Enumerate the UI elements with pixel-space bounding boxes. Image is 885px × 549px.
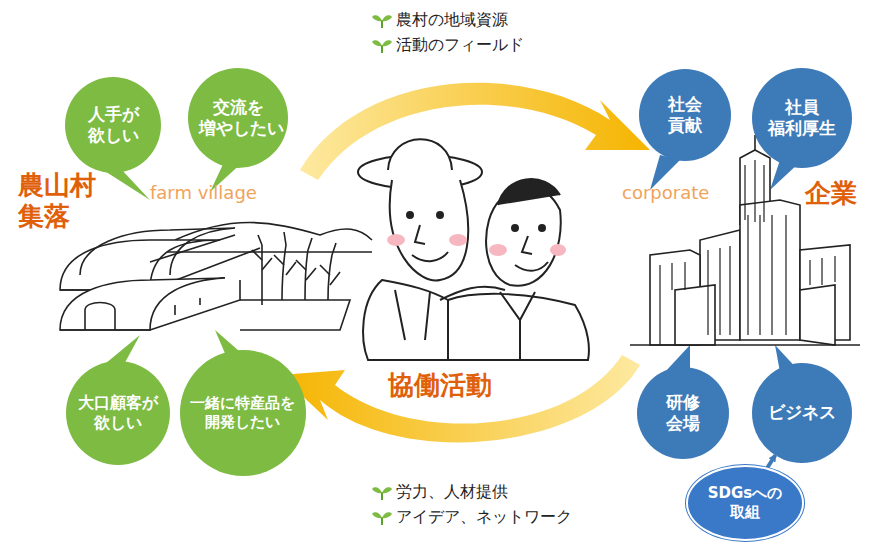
bubble-text: SDGsへの 取組 (708, 484, 783, 522)
place-title: 企業 (805, 176, 857, 211)
benefit-bubble: 社会 貢献 (639, 69, 731, 161)
need-bubble: 交流を 増やしたい (188, 68, 288, 168)
bubble-text: 大口顧客が 欲しい (76, 393, 161, 433)
place-subtitle: corporate (622, 182, 709, 203)
benefit-bubble: 研修 会場 (637, 367, 729, 459)
place-title: 農山村 集落 (18, 170, 104, 232)
need-bubble: 一緒に特産品を 開発したい (180, 350, 306, 476)
flow-label: 労力、人材提供 (396, 482, 508, 503)
need-bubble: 大口顧客が 欲しい (66, 361, 170, 465)
place-subtitle: farm village (150, 182, 257, 203)
bubble-text: 一緒に特産品を 開発したい (188, 394, 298, 432)
center-title: 協働活動 (385, 368, 495, 403)
benefit-bubble: 社員 福利厚生 (752, 68, 852, 168)
bubble-text: 人手が 欲しい (83, 104, 143, 147)
flow-label: アイデア、ネットワーク (396, 507, 572, 528)
bubble-text: 社員 福利厚生 (765, 97, 838, 140)
benefit-bubble: ビジネス (752, 363, 852, 463)
flow-label: 活動のフィールド (396, 35, 524, 56)
sdgs-bubble: SDGsへの 取組 (686, 465, 805, 541)
bubble-text: 研修 会場 (661, 392, 705, 435)
flow-label: 農村の地域資源 (396, 10, 508, 31)
bubble-text: ビジネス (768, 402, 836, 423)
bubble-text: 社会 貢献 (663, 94, 707, 137)
bubble-pointer (767, 455, 775, 468)
need-bubble: 人手が 欲しい (65, 77, 161, 173)
bubble-text: 交流を 増やしたい (199, 97, 277, 140)
